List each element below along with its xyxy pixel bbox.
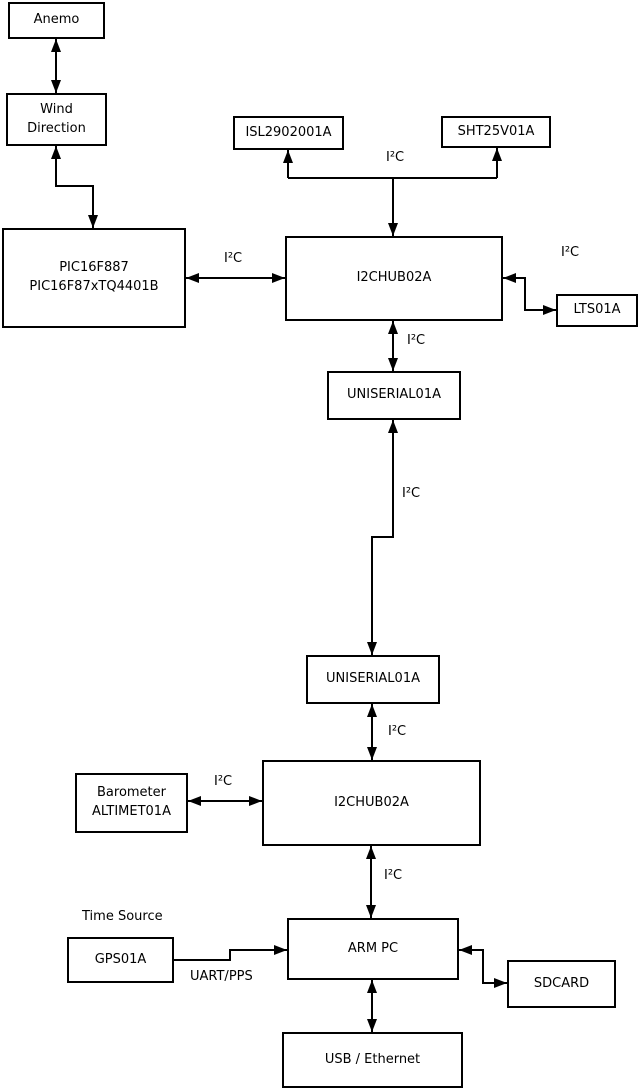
- node-pic-label-line1: PIC16F887: [59, 260, 129, 276]
- node-wind-direction: Wind Direction: [6, 93, 107, 146]
- node-i2c-hub-bottom-label: I2CHUB02A: [334, 794, 409, 810]
- edge-label-i2c-long-line: I²C: [402, 486, 421, 501]
- node-anemo-label: Anemo: [33, 12, 80, 28]
- edge-label-i2c-uniserial-hub2: I²C: [388, 724, 407, 739]
- node-arm-pc-label: ARM PC: [347, 940, 399, 956]
- node-sht: SHT25V01A: [441, 116, 551, 148]
- node-lts: LTS01A: [556, 294, 638, 327]
- edge-uniserial-top-bottom: [367, 420, 398, 655]
- edge-label-i2c-pic-hub1: I²C: [224, 251, 243, 266]
- node-pic-label-line2: PIC16F87xTQ4401B: [29, 279, 159, 294]
- edge-hub1-lts: [503, 273, 556, 315]
- node-gps-label: GPS01A: [94, 951, 147, 967]
- node-wind-direction-label-line2: Direction: [27, 120, 86, 136]
- node-uniserial-top-label: UNISERIAL01A: [347, 387, 441, 403]
- node-sht-label: SHT25V01A: [457, 123, 535, 139]
- edge-wind-pic: [51, 146, 98, 228]
- node-lts-label: LTS01A: [573, 302, 621, 318]
- node-wind-direction-label-line1: Wind: [40, 101, 73, 117]
- node-uniserial-bottom: UNISERIAL01A: [306, 655, 440, 704]
- node-i2c-hub-bottom: I2CHUB02A: [262, 760, 481, 846]
- node-sdcard: SDCARD: [507, 960, 616, 1008]
- node-sdcard-label: SDCARD: [533, 975, 590, 991]
- edge-label-i2c-lts: I²C: [561, 245, 580, 260]
- edge-label-uart-pps: UART/PPS: [190, 969, 253, 984]
- node-anemo: Anemo: [8, 2, 105, 39]
- edge-label-i2c-barometer-hub2: I²C: [214, 774, 233, 789]
- node-usb-ethernet: USB / Ethernet: [282, 1032, 463, 1088]
- node-uniserial-top: UNISERIAL01A: [327, 371, 461, 420]
- edge-gps-armpc: [174, 945, 287, 961]
- edge-label-i2c-top-rail: I²C: [386, 150, 405, 165]
- node-usb-ethernet-label: USB / Ethernet: [324, 1051, 421, 1067]
- edge-label-i2c-hub2-armpc: I²C: [384, 868, 403, 883]
- node-i2c-hub-top: I2CHUB02A: [285, 236, 503, 321]
- node-gps: GPS01A: [67, 937, 174, 983]
- node-isl: ISL2902001A: [233, 116, 344, 150]
- label-time-source: Time Source: [82, 909, 163, 924]
- edge-label-i2c-hub1-uniserial: I²C: [407, 333, 426, 348]
- node-arm-pc: ARM PC: [287, 918, 459, 980]
- node-barometer-label-line1: Barometer: [97, 785, 166, 801]
- node-barometer-label-line2: ALTIMET01A: [92, 804, 171, 819]
- edge-armpc-sdcard: [459, 945, 507, 988]
- node-uniserial-bottom-label: UNISERIAL01A: [326, 671, 420, 687]
- node-i2c-hub-top-label: I2CHUB02A: [356, 270, 432, 286]
- node-isl-label: ISL2902001A: [245, 124, 332, 140]
- node-pic: PIC16F887 PIC16F87xTQ4401B: [2, 228, 186, 328]
- node-barometer: Barometer ALTIMET01A: [75, 773, 188, 833]
